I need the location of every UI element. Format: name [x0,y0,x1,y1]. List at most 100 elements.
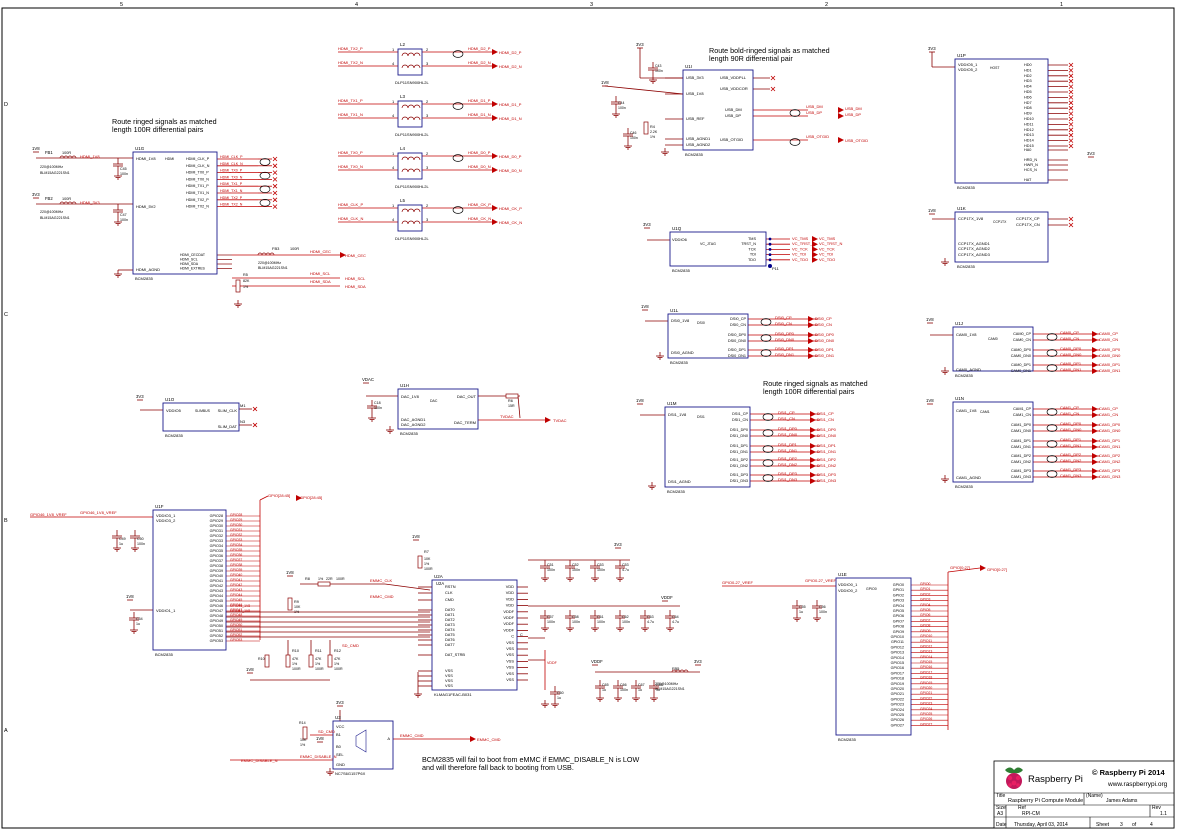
net-label: DSI1_DN0 [778,432,798,437]
label-text: DSI0_CP [815,316,832,321]
ground-icon [641,624,649,632]
label-text: 4 [392,61,395,66]
label-text: USB_VDDCOR [720,86,748,91]
label-text: BLM15AG221SN1 [40,216,70,220]
off-sheet-arrow-icon [1092,438,1098,444]
pin: GPIO21 [891,692,904,696]
label-text: VSS [445,678,453,683]
zone-column-label: 5 [120,2,123,8]
ground-icon [624,142,632,150]
label-text: CLK [445,590,453,595]
power-rail-label: 1V8 [126,594,134,599]
net-label: CAM0_DP1 [1060,361,1082,366]
date: Thursday, April 03, 2014 [1014,822,1068,828]
test-point-icon [768,253,772,256]
label-text: USB_OTGID [845,138,868,143]
net-label: GPIO44 [230,593,242,597]
pin: GPIO4 [893,604,904,608]
ground-icon [114,172,122,180]
label-text: 10K [424,557,431,561]
ground-icon [591,624,599,632]
label-text: HDMI_D0_N [499,168,522,173]
label-text: HDMI_TX1_N [186,191,209,195]
net-label: HDMI_TX2_P [338,46,363,51]
off-sheet-arrow-icon [1092,468,1098,474]
test-point-icon [768,237,772,241]
label-text: CAM1_DP0 [1099,422,1121,427]
label-text: C68 [656,683,663,687]
label-text: 100R [315,667,324,671]
power-rail-label: 1V8 [412,534,420,539]
wire [259,495,269,501]
no-connect-icon [1068,116,1074,122]
net-label: VC_TDO [792,257,808,262]
off-sheet-arrow-icon [810,443,816,449]
ic-ref: U1J [955,321,963,326]
net-label: DSI0_CP [775,315,792,320]
label-text: DSI1_AGND [668,479,691,484]
label-text: USB_1V8 [686,91,704,96]
power-rail-label: 1V8 [641,304,649,309]
label-text: R14 [299,721,306,725]
net-label: GPIO11 [920,639,932,643]
diff-pair-ring-icon [760,349,772,357]
label-text: DSI0_1V8 [671,318,690,323]
jtag-pin: TRST_N [741,242,756,246]
pin: GPIO42 [210,584,223,588]
label-text: 220@100MHz [40,165,63,169]
ground-icon [566,574,574,582]
label-text: C58 [572,615,579,619]
off-sheet-arrow-icon [810,433,816,439]
ground-icon [941,475,949,483]
resistor-icon [235,279,241,293]
ic-part: BCM2835 [955,484,974,489]
label-text: P11 [772,266,780,271]
label-text: EMMC_CMD [400,733,424,738]
label-text: HD7 [1024,101,1032,105]
label-text: C49 [119,537,126,541]
ic-u1q: U1QBCM2835VDDIO6VC_JTAGTMSTRST_NTCKTDITD… [669,226,767,273]
label-text: GPIO[0:27] [987,567,1007,572]
off-sheet-arrow-icon [1092,406,1098,412]
note-hdmi: Route ringed signals as matched length 1… [112,117,217,134]
wire [1068,111,1074,116]
net-label: GPIO7 [920,618,930,622]
wire [1068,68,1074,73]
net-label: GPIO20 [920,686,932,690]
pin: GPIO47 [210,609,223,613]
pin: CAM1_DP1 [1011,439,1031,443]
power-rail-icon: 1V8 [412,534,420,541]
label-text: SD_CMD [342,643,359,648]
ic-ref: U1O [165,397,175,402]
label-text: HDMI_D1_N [499,116,522,121]
off-sheet-arrow-icon [492,205,498,211]
pin: GPIO17 [891,671,904,675]
ic-body [954,58,1049,184]
net-label: GPIO22 [920,696,932,700]
pin: GPIO35 [210,549,223,553]
off-sheet-arrow-icon [838,137,844,143]
label-text: 2.2K [650,130,658,134]
label-text: R4 [650,125,655,129]
zone-row-label: A [4,728,8,734]
pin: GPIO36 [210,554,223,558]
label-text: 100n [655,69,663,73]
svg-text:(Name): (Name) [1086,793,1103,799]
label-text: VDDIO3_1 [156,513,176,518]
label-text: 100R [62,151,71,155]
off-sheet-arrow-icon [492,153,498,159]
ground-icon [656,352,664,360]
pin: DSI0_DN1 [728,354,746,358]
label-text: GPIO46_1V8 [230,604,250,608]
ic-ref: U2A [434,574,443,579]
pin: DSI1_DN1 [730,450,748,454]
ic-part: BCM2835 [400,431,419,436]
off-sheet-arrow-icon [808,332,814,338]
capacitor-icon [540,610,550,632]
net-label: HDMI_CLK_N [220,162,243,166]
ic-ref: U3 [335,715,341,720]
power-rail-label: VDDF [591,659,603,664]
